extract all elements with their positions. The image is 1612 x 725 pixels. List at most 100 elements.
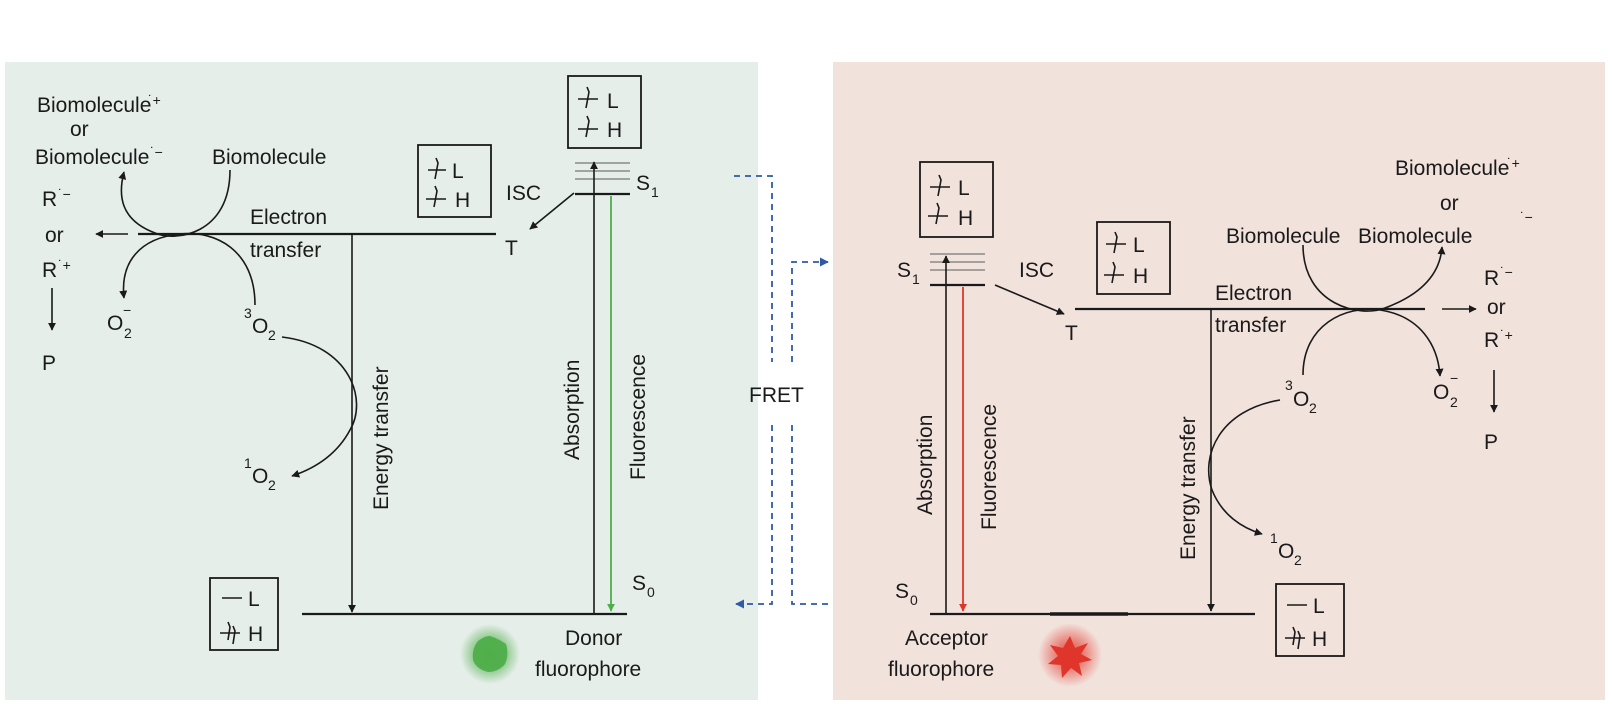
acceptor-triplet-oxygen: O: [1293, 388, 1309, 411]
fret-label: FRET: [749, 384, 804, 407]
acceptor-or-label: or: [1440, 192, 1459, 215]
svg-text:2: 2: [268, 327, 276, 343]
svg-text:2: 2: [268, 477, 276, 493]
donor-group: Biomolecule ˙+ or Biomolecule ˙− Biomole…: [35, 75, 659, 684]
acceptor-superoxide: O: [1433, 381, 1449, 404]
svg-text:1: 1: [1270, 530, 1278, 546]
donor-t-label: T: [505, 237, 518, 260]
acceptor-triplet-box-lumo: L: [1133, 234, 1145, 257]
svg-text:−: −: [123, 302, 131, 318]
fret-line-top-inner: [791, 257, 829, 362]
donor-or-label: or: [70, 118, 89, 141]
acceptor-t-label: T: [1065, 322, 1078, 345]
fret-line-top-outer: [734, 175, 773, 362]
donor-panel: [5, 62, 758, 700]
donor-superoxide: O: [107, 312, 123, 335]
acceptor-singlet-oxygen: O: [1278, 540, 1294, 563]
svg-text:0: 0: [647, 584, 655, 600]
svg-text:3: 3: [1285, 377, 1293, 393]
svg-text:˙+: ˙+: [58, 257, 71, 273]
svg-text:˙−: ˙−: [58, 186, 71, 202]
donor-product: P: [42, 352, 56, 375]
acceptor-s1-box-lumo: L: [958, 177, 970, 200]
donor-biomolecule-cation: Biomolecule: [37, 94, 151, 117]
acceptor-triplet-box-homo: H: [1133, 265, 1148, 288]
svg-text:−: −: [1450, 370, 1458, 386]
donor-triplet-box-homo: H: [455, 189, 470, 212]
acceptor-group: L H S 1 ISC T L H Electron transfer Biom…: [888, 155, 1533, 687]
svg-text:2: 2: [1450, 394, 1458, 410]
donor-s1-box-lumo: L: [607, 90, 619, 113]
acceptor-electron-curve-bottom: [1302, 308, 1444, 377]
acceptor-radical-cation: R: [1484, 329, 1499, 352]
acceptor-radical-anion: R: [1484, 267, 1499, 290]
donor-triplet-box-lumo: L: [452, 160, 464, 183]
donor-electron-label: Electron: [250, 206, 327, 229]
acceptor-absorption-label: Absorption: [914, 415, 937, 515]
donor-singlet-oxygen: O: [252, 465, 268, 488]
acceptor-energy-curve: [1207, 399, 1281, 536]
donor-fluorophore-label-2: fluorophore: [535, 658, 641, 681]
donor-electron-curve-top: [118, 169, 231, 237]
svg-text:3: 3: [244, 305, 252, 321]
acceptor-fluorophore-label-2: fluorophore: [888, 658, 994, 681]
acceptor-biomolecule-cation: Biomolecule: [1395, 157, 1509, 180]
svg-text:1: 1: [651, 184, 659, 200]
svg-text:2: 2: [124, 325, 132, 341]
svg-text:2: 2: [1309, 400, 1317, 416]
acceptor-s1-box: [919, 161, 994, 238]
acceptor-biomolecule: Biomolecule: [1226, 225, 1340, 248]
svg-text:˙+: ˙+: [1507, 155, 1520, 171]
svg-text:˙+: ˙+: [1500, 327, 1513, 343]
svg-text:1: 1: [912, 271, 920, 287]
acceptor-emission-shape: [1048, 636, 1092, 678]
donor-s1-box-homo: H: [607, 119, 622, 142]
acceptor-fluorescence-label: Fluorescence: [978, 404, 1001, 530]
donor-radical-cation: R: [42, 259, 57, 282]
donor-ground-state-box: [209, 577, 279, 651]
acceptor-or-label-2: or: [1487, 296, 1506, 319]
donor-transfer-label: transfer: [250, 239, 321, 262]
donor-isc-arrow: [529, 192, 575, 230]
acceptor-isc-label: ISC: [1019, 259, 1054, 282]
donor-triplet-box: [417, 144, 492, 218]
fret-line-bottom-inner: [791, 425, 828, 605]
fret-group: FRET: [734, 175, 829, 609]
donor-s1-box: [567, 75, 642, 149]
donor-energy-curve: [281, 336, 358, 478]
donor-ground-box-lumo: L: [248, 588, 260, 611]
donor-biomolecule: Biomolecule: [212, 146, 326, 169]
donor-s1-label: S: [636, 172, 650, 195]
acceptor-electron-label: Electron: [1215, 282, 1292, 305]
donor-radical-anion: R: [42, 188, 57, 211]
donor-s0-label: S: [632, 572, 646, 595]
acceptor-energy-transfer-label: Energy transfer: [1177, 416, 1200, 560]
acceptor-s1-box-homo: H: [958, 207, 973, 230]
svg-text:˙−: ˙−: [1500, 264, 1513, 280]
donor-biomolecule-anion: Biomolecule: [35, 146, 149, 169]
acceptor-ground-box-homo: H: [1312, 628, 1327, 651]
acceptor-s1-label: S: [897, 259, 911, 282]
svg-text:˙−: ˙−: [150, 144, 163, 160]
acceptor-triplet-box: [1096, 221, 1171, 295]
donor-isc-label: ISC: [506, 182, 541, 205]
svg-text:˙−: ˙−: [1520, 209, 1533, 225]
donor-electron-curve-bottom: [119, 232, 256, 306]
acceptor-transfer-label: transfer: [1215, 314, 1286, 337]
fret-line-bottom-outer: [735, 425, 773, 609]
acceptor-s0-label: S: [895, 580, 909, 603]
donor-absorption-label: Absorption: [561, 360, 584, 460]
acceptor-ground-state-box: [1275, 583, 1345, 657]
svg-text:˙+: ˙+: [148, 92, 161, 108]
donor-energy-transfer-label: Energy transfer: [370, 366, 393, 510]
acceptor-ground-box-lumo: L: [1313, 595, 1325, 618]
svg-text:2: 2: [1294, 552, 1302, 568]
donor-fluorophore-label-1: Donor: [565, 627, 622, 650]
donor-triplet-oxygen: O: [252, 315, 268, 338]
svg-text:0: 0: [910, 592, 918, 608]
acceptor-isc-arrow: [994, 284, 1065, 315]
donor-emission-shape: [472, 636, 508, 672]
acceptor-fluorophore-label-1: Acceptor: [905, 627, 988, 650]
acceptor-biomolecule-anion: Biomolecule: [1358, 225, 1472, 248]
